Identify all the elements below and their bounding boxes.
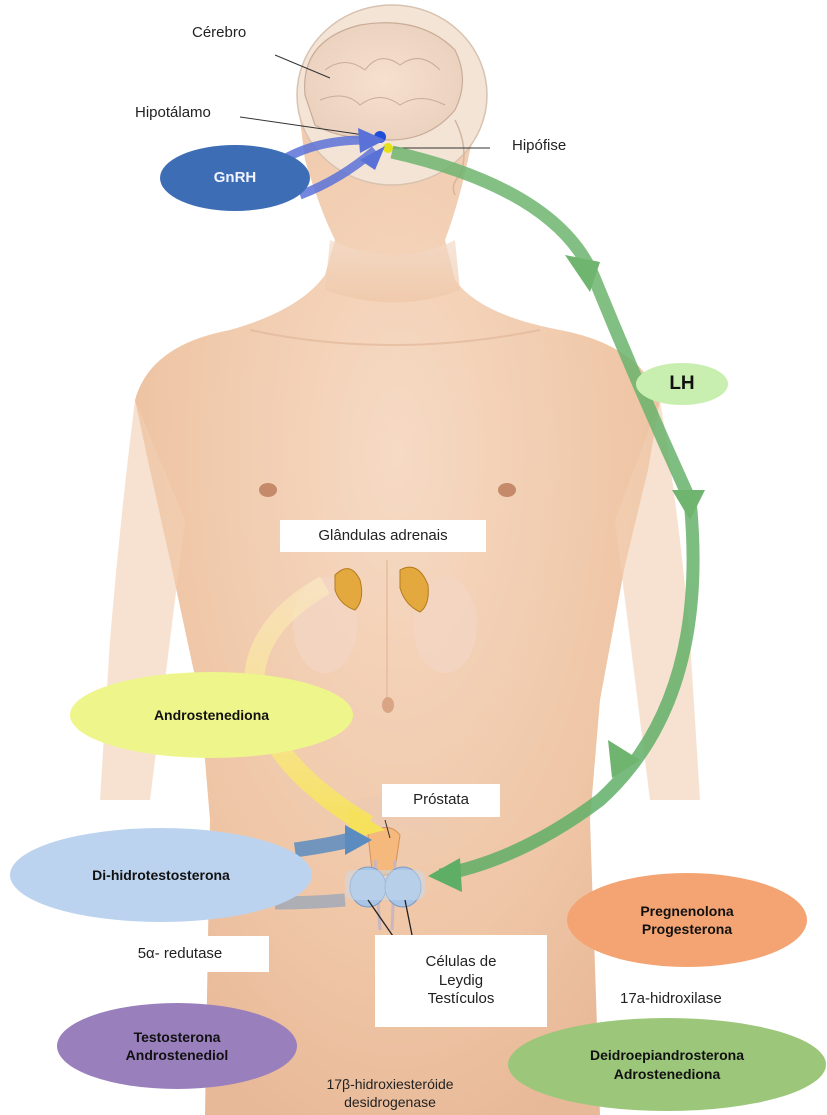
dihidro-arrow (295, 840, 350, 850)
brain-icon (305, 23, 463, 140)
celulas-label: Células de Leydig Testículos (375, 935, 547, 1027)
desidrogenase-label: 17β-hidroxiesteróide desidrogenase (290, 1075, 490, 1111)
navel (382, 697, 394, 713)
lh-arrowhead-2 (672, 490, 705, 520)
right-nipple (498, 483, 516, 497)
androstenediona-oval: Androstenediona (70, 672, 353, 758)
hidroxilase-label: 17a-hidroxilase (620, 990, 722, 1007)
hipotalamo-label: Hipotálamo (135, 104, 211, 121)
deidroepi-oval: Deidroepiandrosterona Adrostenediona (508, 1018, 826, 1111)
deidroepi-line-1: Deidroepiandrosterona (590, 1046, 744, 1064)
desidrogenase-line-1: 17β-hidroxiesteróide (290, 1075, 490, 1093)
pituitary-icon (383, 143, 393, 153)
testosterona-line-1: Testosterona (134, 1028, 221, 1046)
gnrh-oval: GnRH (160, 145, 310, 211)
glandulas-label: Glândulas adrenais (280, 520, 486, 552)
cerebro-label: Cérebro (192, 24, 246, 41)
lh-oval: LH (636, 363, 728, 405)
prostata-label: Próstata (382, 784, 500, 817)
pregnenolona-oval: Pregnenolona Progesterona (567, 873, 807, 967)
testosterona-line-2: Androstenediol (126, 1046, 229, 1064)
deidroepi-line-2: Adrostenediona (614, 1065, 721, 1083)
testosterona-oval: Testosterona Androstenediol (57, 1003, 297, 1089)
celulas-line-3: Testículos (428, 990, 495, 1009)
celulas-line-1: Células de (426, 953, 497, 972)
hipofise-label: Hipófise (512, 137, 566, 154)
pregnenolona-line-1: Pregnenolona (640, 902, 733, 920)
dihidro-oval: Di-hidrotestosterona (10, 828, 312, 922)
celulas-line-2: Leydig (439, 972, 483, 991)
redutase-label: 5α- redutase (91, 936, 269, 972)
pregnenolona-line-2: Progesterona (642, 920, 732, 938)
desidrogenase-line-2: desidrogenase (290, 1093, 490, 1111)
left-nipple (259, 483, 277, 497)
